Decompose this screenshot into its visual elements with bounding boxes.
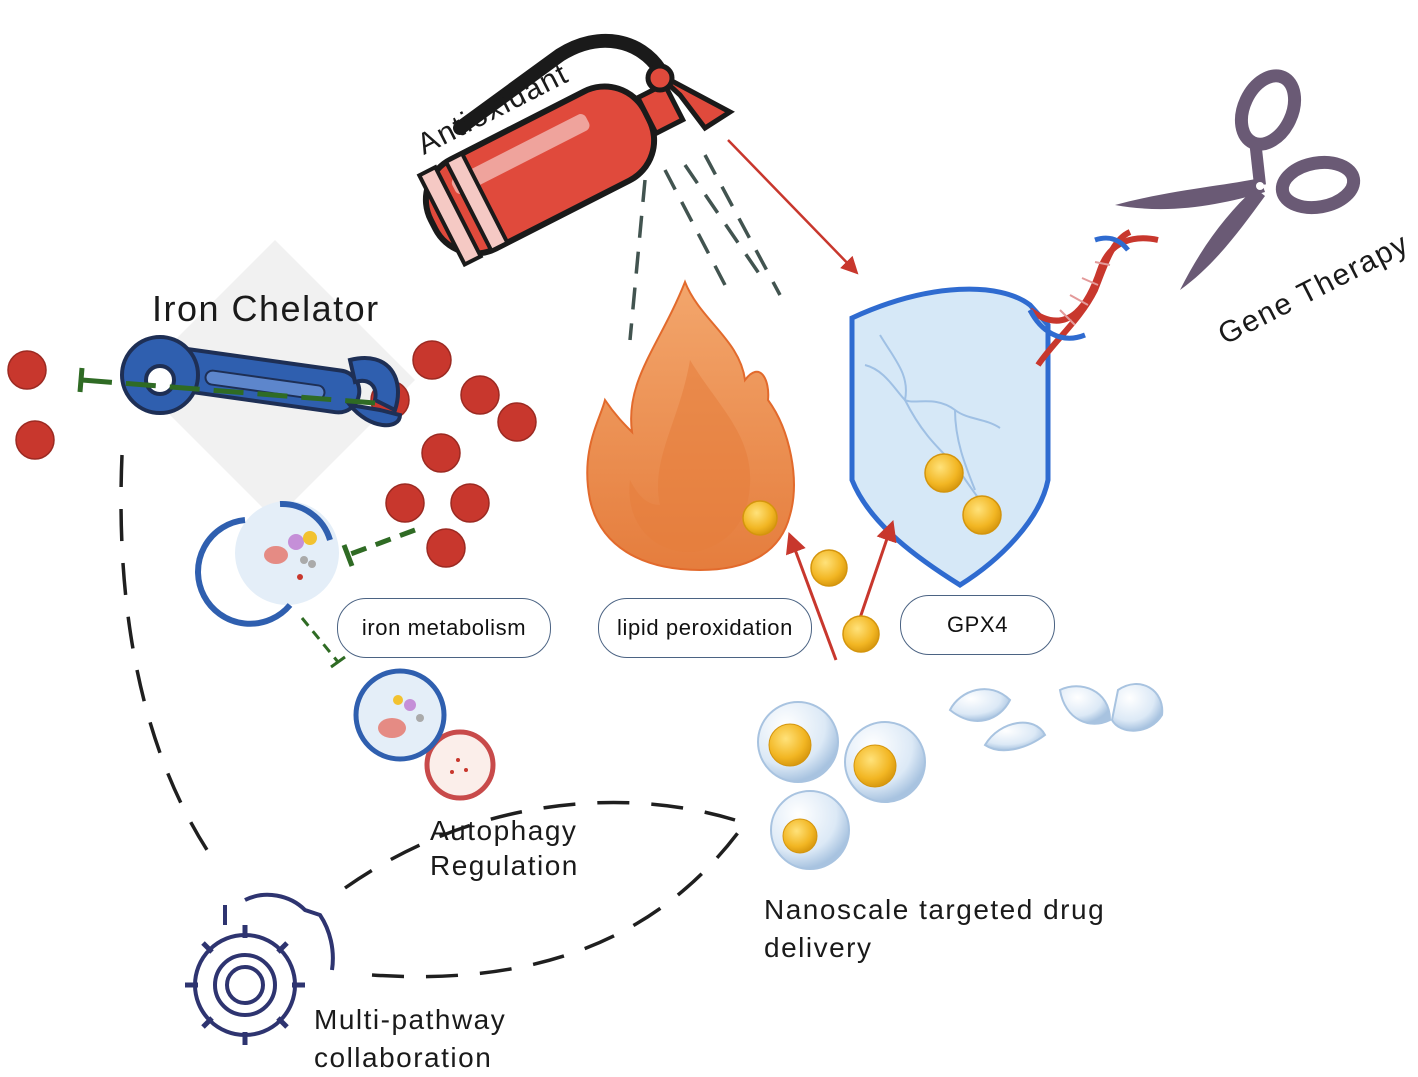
iron-ion-icon xyxy=(7,350,47,390)
scissors-icon xyxy=(1115,69,1361,290)
iron-ion-icon xyxy=(460,375,500,415)
flame-icon xyxy=(586,279,795,572)
fire-extinguisher-icon xyxy=(416,33,735,268)
iron-ion-icon xyxy=(497,402,537,442)
dna-helix-icon xyxy=(1027,229,1159,367)
spray-lines xyxy=(628,154,782,341)
autophagosome-icon xyxy=(353,668,496,801)
pill-gpx4: GPX4 xyxy=(900,595,1055,655)
gear-icon xyxy=(185,892,335,1045)
iron-ion-icon xyxy=(412,340,452,380)
label-multipathway-line1: Multi-pathway xyxy=(314,1004,507,1035)
label-autophagy-line2: Regulation xyxy=(430,850,579,881)
pill-lipid-peroxidation: lipid peroxidation xyxy=(598,598,812,658)
pathway-arc-dashed xyxy=(119,454,742,979)
label-multipathway-line2: collaboration xyxy=(314,1042,493,1073)
nanocarrier-group xyxy=(757,683,1164,870)
label-iron-chelator: Iron Chelator xyxy=(152,288,380,329)
nanoparticle-icon xyxy=(842,615,880,653)
cell-icon xyxy=(195,500,339,627)
iron-ion-icon xyxy=(450,483,490,523)
iron-ion-icon xyxy=(385,483,425,523)
activation-arrow xyxy=(858,520,897,619)
iron-ion-icon xyxy=(421,433,461,473)
label-autophagy-line1: Autophagy xyxy=(430,815,578,846)
label-nanoscale-line2: delivery xyxy=(764,932,873,963)
iron-ion-icon xyxy=(15,420,55,460)
label-nanoscale-line1: Nanoscale targeted drug xyxy=(764,894,1106,925)
cell-inhibition xyxy=(341,527,416,567)
chelation-inhibition xyxy=(77,367,376,406)
activation-arrow xyxy=(727,139,859,275)
pill-iron-metabolism: iron metabolism xyxy=(337,598,551,658)
activation-arrow xyxy=(785,532,838,661)
shield-icon xyxy=(849,286,1051,588)
autophagy-inhibition xyxy=(300,617,346,669)
iron-ion-icon xyxy=(426,528,466,568)
nanoparticle-icon xyxy=(810,549,848,587)
